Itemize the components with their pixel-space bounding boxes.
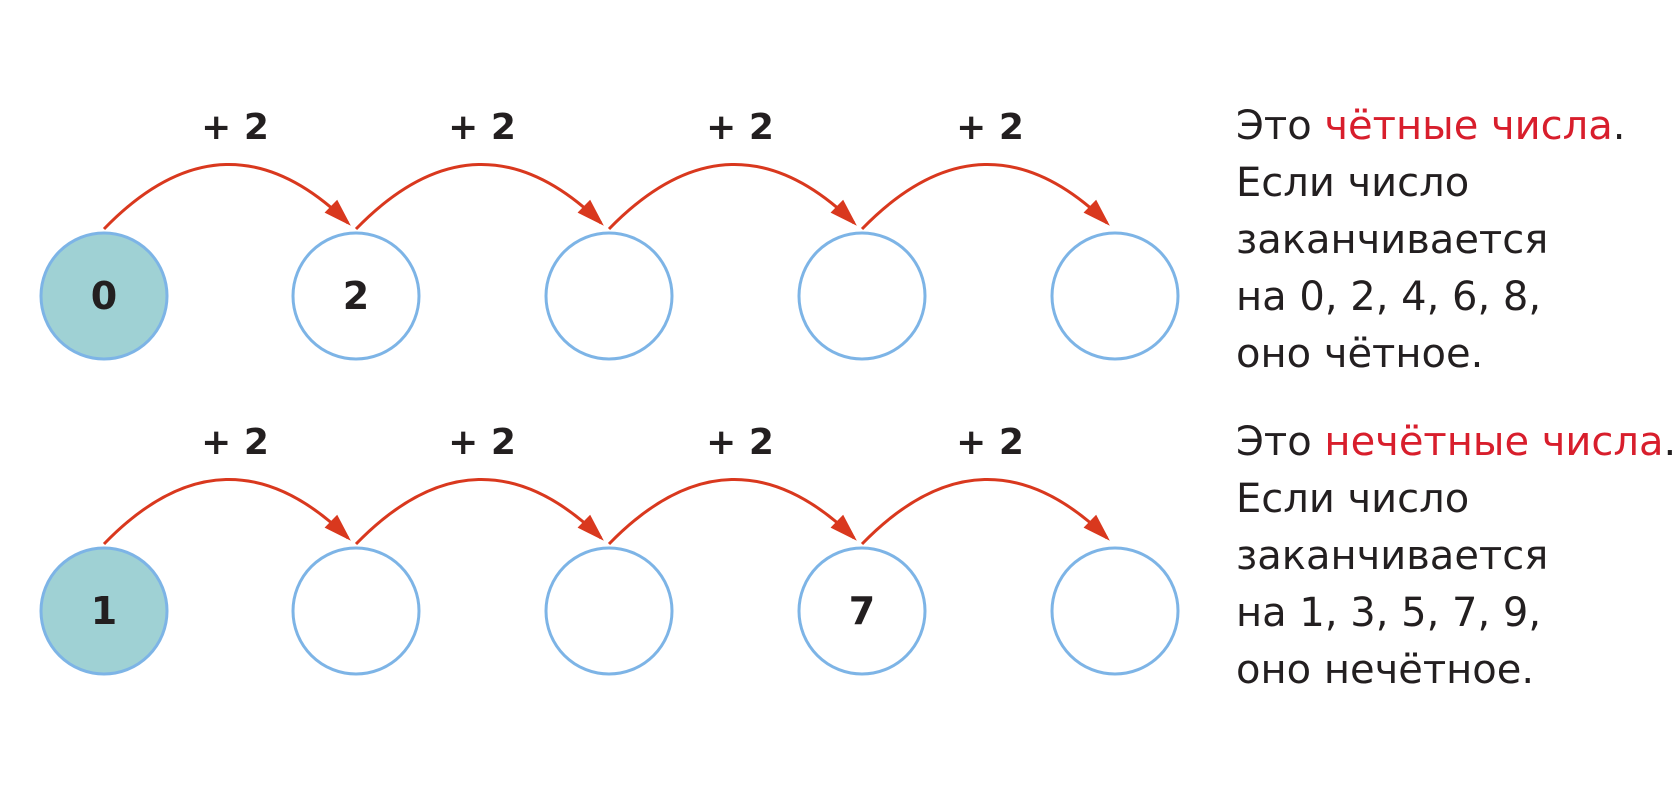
number-circle[interactable] xyxy=(291,546,421,676)
rule-line-3: заканчивается xyxy=(1236,533,1549,579)
arrow-head xyxy=(324,199,351,226)
circle-number: 1 xyxy=(91,589,117,633)
step-label: + 2 xyxy=(956,422,1024,463)
rule-line-2: Если число xyxy=(1236,476,1470,522)
rule-line-5: оно нечётное. xyxy=(1236,647,1535,693)
rule-line-4: на 0, 2, 4, 6, 8, xyxy=(1236,274,1542,320)
arrow-head xyxy=(830,514,857,541)
step-label: + 2 xyxy=(706,107,774,148)
arrow-head xyxy=(577,514,604,541)
step-label: + 2 xyxy=(201,422,269,463)
jump-arrow xyxy=(860,163,1109,231)
number-circle[interactable] xyxy=(544,546,674,676)
step-label: + 2 xyxy=(448,107,516,148)
arrow-head xyxy=(324,514,351,541)
step-label: + 2 xyxy=(201,107,269,148)
circle-number: 2 xyxy=(343,274,369,318)
step-label: + 2 xyxy=(956,107,1024,148)
number-circle[interactable] xyxy=(291,231,421,361)
start-number-circle xyxy=(39,231,169,361)
number-circle[interactable] xyxy=(797,546,927,676)
odd-numbers-term: нечётные числа xyxy=(1324,419,1664,465)
jump-arrow xyxy=(354,478,603,546)
rule-title-end: . xyxy=(1663,419,1677,465)
step-label: + 2 xyxy=(448,422,516,463)
even-numbers-rule: Это чётные числа. Если число заканчивает… xyxy=(1236,98,1676,383)
jump-arrow xyxy=(860,478,1109,546)
even-numbers-row: + 2 + 2 + 2 + 2 0 2 xyxy=(39,107,1180,361)
rule-line-3: заканчивается xyxy=(1236,217,1549,263)
rule-intro: Это xyxy=(1236,103,1325,149)
number-circle[interactable] xyxy=(544,231,674,361)
rule-title-end: . xyxy=(1612,103,1626,149)
number-circle[interactable] xyxy=(1050,231,1180,361)
step-label: + 2 xyxy=(706,422,774,463)
circle-number: 0 xyxy=(91,274,117,318)
rule-line-2: Если число xyxy=(1236,160,1470,206)
jump-arrow xyxy=(102,163,350,231)
arrow-head xyxy=(1083,199,1110,226)
rule-title-line: Это чётные числа. xyxy=(1236,98,1676,155)
even-numbers-term: чётные числа xyxy=(1324,103,1613,149)
rule-title-line: Это нечётные числа. xyxy=(1236,414,1676,471)
jump-arrow xyxy=(102,478,350,546)
jump-arrow xyxy=(607,163,856,231)
rule-line-5: оно чётное. xyxy=(1236,331,1484,377)
odd-numbers-row: + 2 + 2 + 2 + 2 1 7 xyxy=(39,422,1180,676)
arrow-head xyxy=(830,199,857,226)
rule-line-4: на 1, 3, 5, 7, 9, xyxy=(1236,590,1542,636)
circle-number: 7 xyxy=(849,589,875,633)
jump-arrow xyxy=(607,478,856,546)
arrow-head xyxy=(1083,514,1110,541)
start-number-circle xyxy=(39,546,169,676)
arrow-head xyxy=(577,199,604,226)
jump-arrow xyxy=(354,163,603,231)
number-circle[interactable] xyxy=(797,231,927,361)
odd-numbers-rule: Это нечётные числа. Если число заканчива… xyxy=(1236,414,1676,699)
rule-intro: Это xyxy=(1236,419,1325,465)
number-circle[interactable] xyxy=(1050,546,1180,676)
